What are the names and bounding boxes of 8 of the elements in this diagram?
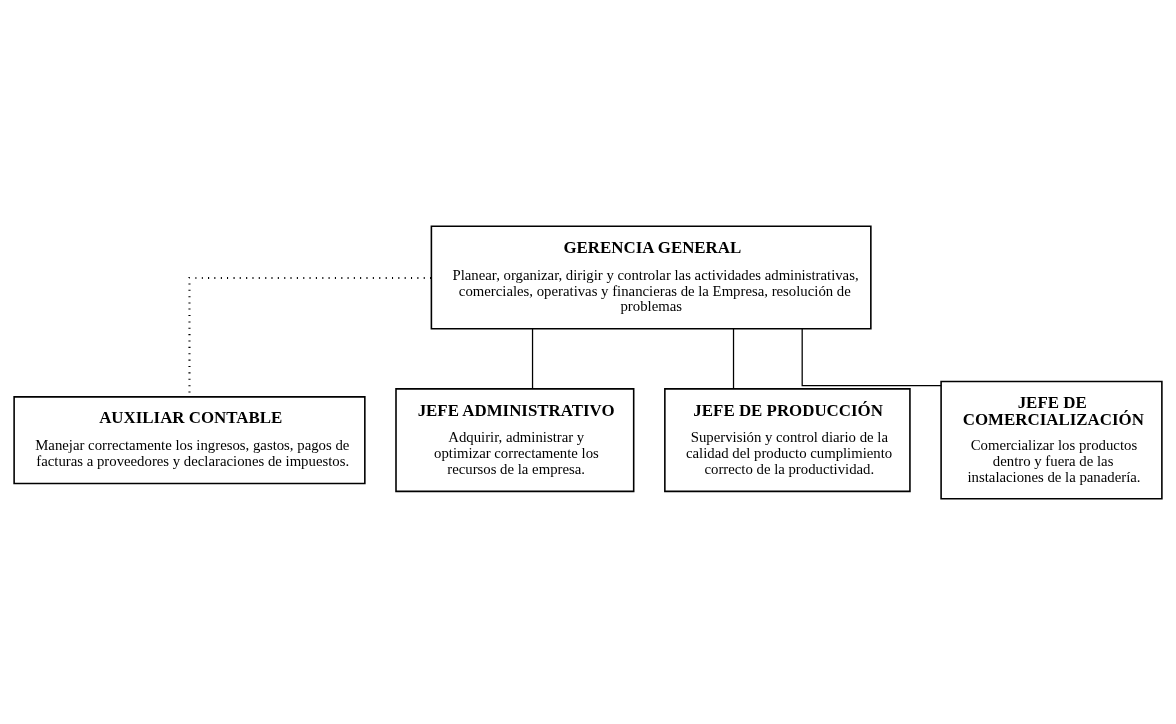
connector — [732, 327, 735, 389]
node-box: AUXILIAR CONTABLE Manejar correctamente los ingresos, gastos, pagos de facturas a proveedores y declaraciones de impuestos. — [13, 395, 366, 484]
node-box: JEFE DE COMERCIALIZACIÓN Comercializar los productos dentro y fuera de las instalaciones de la panadería. — [940, 380, 1163, 500]
connector — [531, 327, 534, 389]
connector — [801, 327, 942, 386]
node-box: GERENCIA GENERAL Planear, organizar, dirigir y controlar las actividades administrativas, comerciales, operativas y financieras de la Empresa, resolución de problemas — [430, 224, 872, 329]
node-box: JEFE ADMINISTRATIVO Adquirir, administrar y optimizar correctamente los recursos de la empresa. — [395, 387, 635, 492]
node-box: JEFE DE PRODUCCIÓN Supervisión y control diario de la calidad del producto cumplimiento correcto de la productividad. — [664, 387, 911, 492]
